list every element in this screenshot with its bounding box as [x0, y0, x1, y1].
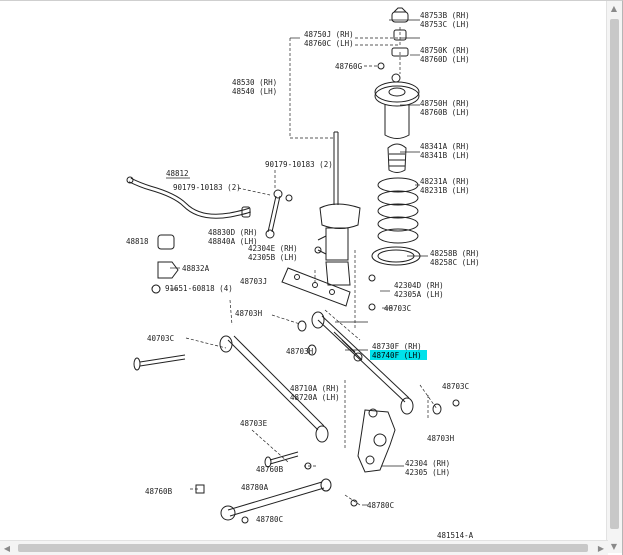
part-label[interactable]: 48780C — [256, 515, 283, 524]
selected-part-highlight — [370, 350, 427, 360]
part-label[interactable]: 48753B (RH) — [420, 11, 470, 20]
part-label[interactable]: 48703J — [240, 277, 267, 286]
part-label[interactable]: 48341A (RH) — [420, 142, 470, 151]
upper-mount-stack — [374, 7, 420, 173]
stabilizer-link — [265, 189, 293, 239]
part-label[interactable]: 48780A — [241, 483, 269, 492]
part-label[interactable]: 48530 (RH) — [232, 78, 277, 87]
lateral-links — [219, 311, 442, 443]
part-label[interactable]: 48341B (LH) — [420, 151, 470, 160]
vertical-scrollbar[interactable]: ▲ ▼ — [606, 1, 622, 553]
part-label[interactable]: 48760D (LH) — [420, 55, 470, 64]
part-label[interactable]: 48750J (RH) — [304, 30, 354, 39]
part-label[interactable]: 48703C — [384, 304, 411, 313]
part-label[interactable]: 48231B (LH) — [420, 186, 470, 195]
part-label[interactable]: 48840A (LH) — [208, 237, 258, 246]
part-label[interactable]: 48750K (RH) — [420, 46, 470, 55]
part-label[interactable]: 90179-10183 (2) — [173, 183, 241, 192]
part-label[interactable]: 42305B (LH) — [248, 253, 298, 262]
part-label[interactable]: 48753C (LH) — [420, 20, 470, 29]
part-label[interactable]: 48830D (RH) — [208, 228, 258, 237]
part-label[interactable]: 42304D (RH) — [394, 281, 444, 290]
stabilizer-bar — [126, 176, 251, 250]
scroll-left-icon[interactable]: ◀ — [3, 543, 11, 553]
part-label[interactable]: 42304E (RH) — [248, 244, 298, 253]
part-label[interactable]: 48760B — [145, 487, 173, 496]
part-label[interactable]: 42304 (RH) — [405, 459, 450, 468]
scroll-right-icon[interactable]: ▶ — [597, 543, 605, 553]
part-label[interactable]: 48703C — [442, 382, 469, 391]
coil-spring — [371, 177, 421, 266]
horizontal-scroll-thumb[interactable] — [18, 544, 588, 552]
part-label[interactable]: 48703H — [427, 434, 455, 443]
knuckle — [357, 408, 396, 473]
part-label[interactable]: 48703H — [235, 309, 263, 318]
trailing-link — [220, 478, 358, 524]
part-label[interactable]: 48760C (LH) — [304, 39, 354, 48]
part-label[interactable]: 48703H — [286, 347, 314, 356]
part-label[interactable]: 90179-10183 (2) — [265, 160, 333, 169]
part-label[interactable]: 48818 — [126, 237, 149, 246]
selected-part-label[interactable]: 48740F (LH) — [372, 351, 422, 360]
part-label[interactable]: 48760G — [335, 62, 363, 71]
leader-lines — [185, 27, 438, 506]
scroll-down-icon[interactable]: ▼ — [610, 541, 618, 551]
part-label[interactable]: 48258B (RH) — [430, 249, 480, 258]
part-label[interactable]: 48730F (RH) — [372, 342, 422, 351]
parts-diagram: 48753B (RH) 48753C (LH) 48750J (RH) 4876… — [126, 7, 480, 540]
part-label[interactable]: 48540 (LH) — [232, 87, 277, 96]
bolts — [133, 354, 460, 494]
part-label[interactable]: 48750H (RH) — [420, 99, 470, 108]
horizontal-scrollbar[interactable]: ◀ ▶ — [0, 540, 608, 555]
part-label[interactable]: 40703C — [147, 334, 174, 343]
diagram-number: 481514-A — [437, 531, 474, 540]
part-label[interactable]: 48258C (LH) — [430, 258, 480, 267]
part-label[interactable]: 42305A (LH) — [394, 290, 444, 299]
part-label[interactable]: 42305 (LH) — [405, 468, 450, 477]
part-label[interactable]: 48832A — [182, 264, 210, 273]
part-label[interactable]: 48703E — [240, 419, 268, 428]
strut-assembly — [314, 131, 361, 286]
vertical-scroll-thumb[interactable] — [610, 19, 619, 529]
part-label[interactable]: 48720A (LH) — [290, 393, 340, 402]
part-label[interactable]: 48231A (RH) — [420, 177, 470, 186]
part-label[interactable]: 48710A (RH) — [290, 384, 340, 393]
scroll-up-icon[interactable]: ▲ — [610, 3, 618, 13]
part-label[interactable]: 48780C — [367, 501, 394, 510]
part-label[interactable]: 91651-60818 (4) — [165, 284, 233, 293]
part-label[interactable]: 48760B (LH) — [420, 108, 470, 117]
part-label[interactable]: 48812 — [166, 169, 189, 178]
part-label[interactable]: 48760B — [256, 465, 284, 474]
